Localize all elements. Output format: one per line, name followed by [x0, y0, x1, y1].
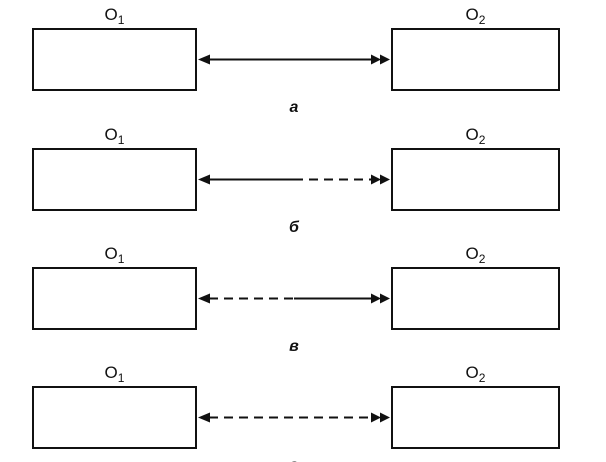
double-arrowhead-icon — [371, 293, 390, 304]
object-box-right — [391, 28, 560, 91]
object-label-right-subscript: 2 — [479, 133, 486, 147]
object-label-left: O1 — [105, 363, 125, 385]
object-label-right-letter: O — [466, 5, 479, 24]
object-box-left — [32, 386, 197, 449]
single-arrowhead-icon — [198, 54, 210, 65]
object-label-right: O2 — [466, 363, 486, 385]
object-label-right: O2 — [466, 5, 486, 27]
object-box-right — [391, 386, 560, 449]
object-label-right: O2 — [466, 244, 486, 266]
object-label-left-subscript: 1 — [118, 133, 125, 147]
object-box-left — [32, 267, 197, 330]
object-label-left-subscript: 1 — [118, 13, 125, 27]
variant-caption: в — [289, 338, 299, 355]
object-label-right-subscript: 2 — [479, 252, 486, 266]
object-label-left-letter: O — [105, 125, 118, 144]
object-label-left: O1 — [105, 5, 125, 27]
variant-caption: а — [290, 99, 299, 116]
object-box-left — [32, 28, 197, 91]
single-arrowhead-icon — [198, 293, 210, 304]
single-arrowhead-icon — [198, 412, 210, 423]
object-label-right: O2 — [466, 125, 486, 147]
object-label-right-subscript: 2 — [479, 13, 486, 27]
variant-caption: б — [289, 219, 300, 236]
object-label-right-letter: O — [466, 244, 479, 263]
object-label-right-letter: O — [466, 363, 479, 382]
object-box-right — [391, 267, 560, 330]
object-label-left: O1 — [105, 125, 125, 147]
object-box-right — [391, 148, 560, 211]
double-arrowhead-icon — [371, 54, 390, 65]
single-arrowhead-icon — [198, 174, 210, 185]
object-label-left-letter: O — [105, 5, 118, 24]
variant-caption: г — [290, 457, 299, 462]
object-label-left-letter: O — [105, 363, 118, 382]
relationship-row-4: O1O2г — [32, 363, 560, 462]
object-label-left-subscript: 1 — [118, 371, 125, 385]
object-box-left — [32, 148, 197, 211]
object-label-left: O1 — [105, 244, 125, 266]
object-label-right-letter: O — [466, 125, 479, 144]
double-arrowhead-icon — [371, 412, 390, 423]
object-label-left-subscript: 1 — [118, 252, 125, 266]
object-label-right-subscript: 2 — [479, 371, 486, 385]
double-arrowhead-icon — [371, 174, 390, 185]
object-label-left-letter: O — [105, 244, 118, 263]
